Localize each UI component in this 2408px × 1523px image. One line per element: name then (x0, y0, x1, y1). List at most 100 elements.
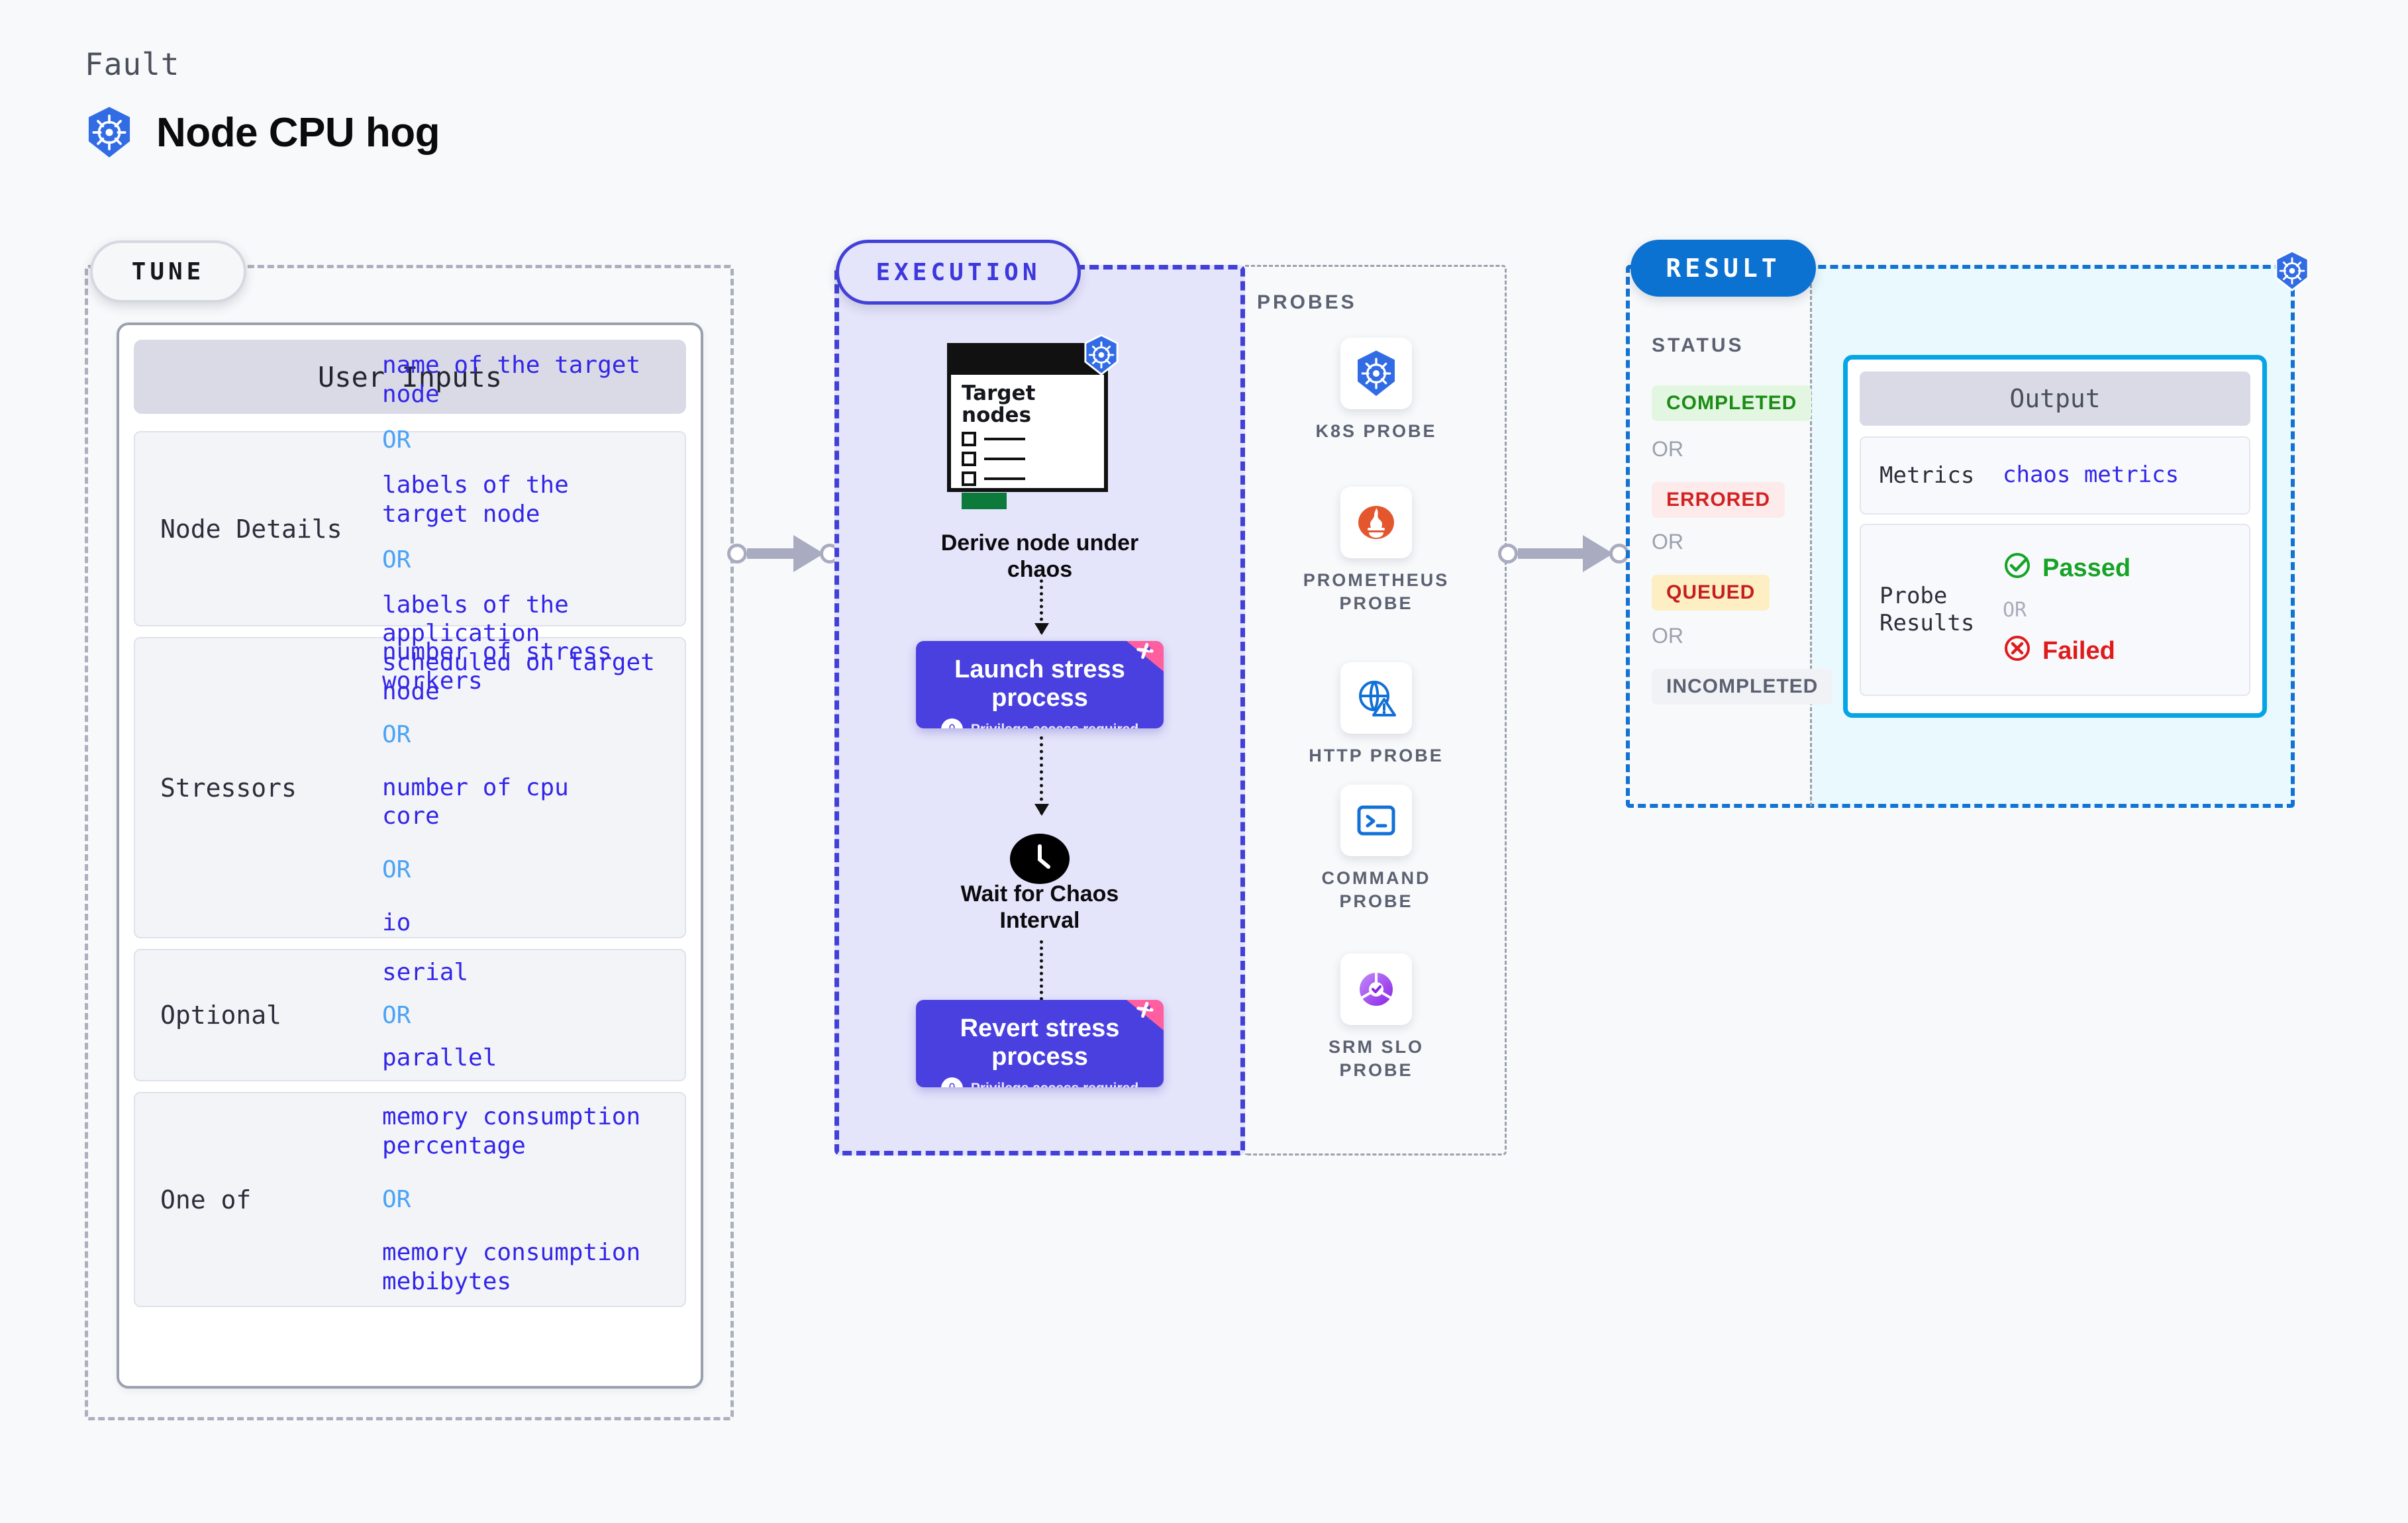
lock-icon (940, 718, 963, 728)
step-title: Revert stress process (960, 1014, 1120, 1071)
user-input-row-stressors: Stressors number of stress workers OR nu… (134, 637, 686, 938)
output-title: Output (1860, 371, 2250, 426)
probe-result-failed-label: Failed (2042, 637, 2115, 665)
status-separator: OR (1652, 624, 1683, 648)
row-value: io (382, 909, 411, 937)
probe-item-srm-slo[interactable]: SRM SLO PROBE (1300, 954, 1452, 1082)
target-nodes-titlebar (951, 347, 1104, 375)
globe-warning-icon (1340, 662, 1412, 734)
prometheus-icon (1340, 487, 1412, 558)
placeholder-line (984, 457, 1025, 460)
page-eyebrow: Fault (85, 46, 180, 82)
placeholder-line (984, 437, 1025, 440)
result-column-divider (1810, 266, 1812, 807)
probe-label: SRM SLO PROBE (1328, 1037, 1424, 1081)
arrow-head-icon (793, 535, 824, 572)
target-node-item (962, 471, 1093, 486)
step-card-revert-stress-process[interactable]: Revert stress process Privilege access r… (916, 1000, 1164, 1087)
step-card-launch-stress-process[interactable]: Launch stress process Privilege access r… (916, 641, 1164, 728)
probe-result-separator: OR (2003, 598, 2027, 622)
row-separator: OR (382, 856, 411, 884)
connector-shaft (747, 548, 793, 559)
x-circle-icon (2003, 634, 2032, 669)
row-value: labels of the target node (382, 471, 569, 528)
kubernetes-icon (2273, 250, 2311, 295)
output-card: Output Metrics chaos metrics Probe Resul… (1843, 355, 2267, 718)
row-separator: OR (382, 426, 411, 454)
tune-section-pill[interactable]: TUNE (90, 240, 246, 303)
chaos-ribbon-icon (1127, 1000, 1164, 1030)
row-value: memory consumption percentage (382, 1103, 641, 1160)
flow-connector (1034, 736, 1049, 816)
check-circle-icon (2003, 551, 2032, 587)
target-nodes-card: Target nodes (947, 343, 1108, 509)
privilege-note: Privilege access required (940, 718, 1138, 728)
row-separator: OR (382, 1186, 411, 1213)
user-inputs-card: User Inputs Node Details name of the tar… (117, 322, 703, 1389)
user-inputs-title: User Inputs (134, 340, 686, 414)
row-label: Node Details (160, 514, 342, 544)
result-region (1626, 265, 2295, 808)
user-input-row-node-details: Node Details name of the target node OR … (134, 352, 686, 705)
output-row-label: Probe Results (1880, 583, 1975, 636)
probe-label: K8S PROBE (1315, 421, 1437, 441)
chaos-ribbon-icon (1127, 641, 1164, 671)
kubernetes-icon (1082, 334, 1121, 379)
row-separator: OR (382, 720, 411, 748)
probe-item-http[interactable]: HTTP PROBE (1300, 662, 1452, 767)
checkbox-icon (962, 451, 976, 466)
probe-label: HTTP PROBE (1309, 746, 1444, 765)
row-value: name of the target node (382, 351, 641, 408)
probe-item-command[interactable]: COMMAND PROBE (1300, 785, 1452, 913)
target-node-item (962, 431, 1093, 446)
slo-gauge-icon (1340, 954, 1412, 1025)
row-value: labels of the application scheduled on t… (382, 591, 655, 706)
checkbox-icon (962, 471, 976, 486)
status-badge-queued: QUEUED (1652, 575, 1770, 611)
probe-label: COMMAND PROBE (1321, 868, 1431, 912)
kubernetes-icon (85, 106, 134, 159)
status-separator: OR (1652, 530, 1683, 554)
user-input-row-one-of: One of memory consumption percentage OR … (134, 1092, 686, 1307)
probe-label: PROMETHEUS PROBE (1303, 570, 1450, 614)
output-row-metrics: Metrics chaos metrics (1860, 436, 2250, 515)
probe-result-failed: Failed (2003, 634, 2240, 669)
status-badge-errored: ERRORED (1652, 482, 1785, 518)
connector-dot (727, 544, 747, 564)
row-separator: OR (382, 546, 411, 573)
connector-shaft (1518, 548, 1583, 559)
status-badge-incompleted: INCOMPLETED (1652, 669, 1833, 705)
target-nodes-title: Target nodes (962, 381, 1036, 427)
output-row-value: chaos metrics (2003, 462, 2180, 489)
clock-icon (1009, 833, 1070, 888)
step-title: Launch stress process (954, 656, 1125, 712)
row-value: number of stress workers (382, 638, 612, 695)
status-separator: OR (1652, 437, 1683, 461)
probe-item-prometheus[interactable]: PROMETHEUS PROBE (1300, 487, 1452, 615)
connector-dot (1498, 544, 1518, 564)
flow-arrow-tune-to-execution (727, 535, 840, 572)
arrow-head-icon (1583, 535, 1613, 572)
probes-section-label: PROBES (1257, 291, 1357, 313)
flow-arrow-execution-to-result (1498, 535, 1629, 572)
result-section-pill[interactable]: RESULT (1630, 240, 1816, 297)
row-label: One of (160, 1185, 252, 1214)
kubernetes-icon (1340, 338, 1412, 409)
privilege-note-text: Privilege access required (971, 1081, 1138, 1087)
row-separator: OR (382, 1001, 411, 1029)
step-caption-derive-node: Derive node under chaos (940, 530, 1139, 583)
page-title: Node CPU hog (156, 109, 440, 156)
probe-item-k8s[interactable]: K8S PROBE (1300, 338, 1452, 443)
page-title-row: Node CPU hog (85, 106, 440, 159)
output-row-label: Metrics (1880, 462, 1975, 489)
probes-region (1245, 265, 1507, 1155)
user-input-row-optional: Optional serial OR parallel (134, 949, 686, 1081)
checkbox-icon (962, 431, 976, 446)
row-value: number of cpu core (382, 773, 569, 830)
probe-result-passed: Passed (2003, 551, 2240, 587)
flow-connector (1034, 579, 1049, 635)
status-badge-completed: COMPLETED (1652, 385, 1812, 421)
placeholder-line (984, 477, 1025, 480)
target-node-item (962, 451, 1093, 466)
execution-section-pill[interactable]: EXECUTION (836, 240, 1081, 305)
